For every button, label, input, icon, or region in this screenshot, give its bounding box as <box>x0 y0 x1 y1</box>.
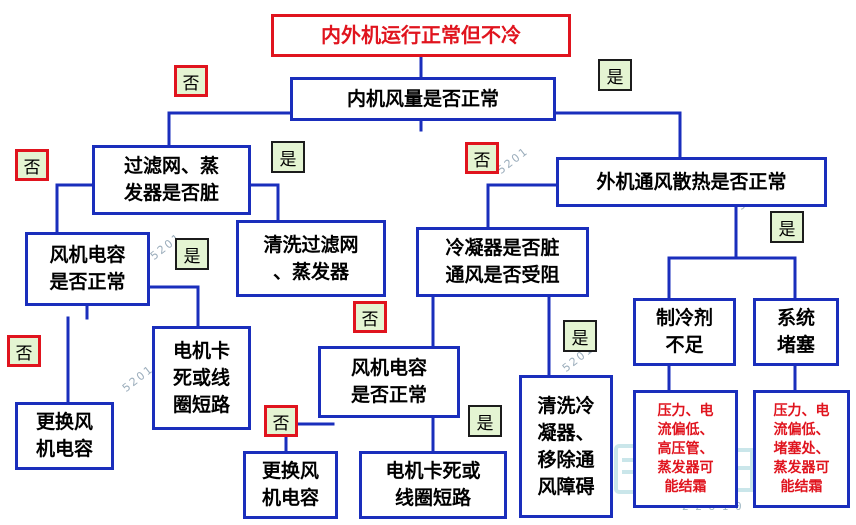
no-label: 否 <box>465 142 499 174</box>
system-blocked-node: 系统 堵塞 <box>753 298 839 366</box>
replace-capacitor-left-node: 更换风 机电容 <box>15 402 114 470</box>
yes-label: 是 <box>770 211 804 243</box>
indoor-airflow-node: 内机风量是否正常 <box>290 77 556 121</box>
no-label: 否 <box>174 65 208 97</box>
yes-label: 是 <box>175 238 209 270</box>
filter-dirty-node: 过滤网、蒸 发器是否脏 <box>92 145 251 215</box>
clean-condenser-node: 清洗冷 凝器、 移除通 风障碍 <box>519 375 613 518</box>
outdoor-vent-node: 外机通风散热是否正常 <box>556 157 827 207</box>
refrigerant-low-node: 制冷剂 不足 <box>633 298 736 366</box>
yes-label: 是 <box>563 320 597 352</box>
no-label: 否 <box>15 149 49 181</box>
no-label: 否 <box>7 335 41 367</box>
fan-capacitor-mid-node: 风机电容 是否正常 <box>318 346 460 418</box>
root-node: 内外机运行正常但不冷 <box>271 14 571 57</box>
no-label: 否 <box>264 405 298 437</box>
fan-capacitor-left-node: 风机电容 是否正常 <box>25 232 150 306</box>
yes-label: 是 <box>598 59 632 91</box>
no-label: 否 <box>353 301 387 333</box>
motor-stuck-left-node: 电机卡 死或线 圈短路 <box>152 326 251 430</box>
replace-capacitor-mid-node: 更换风 机电容 <box>243 451 338 519</box>
yes-label: 是 <box>271 141 305 173</box>
yes-label: 是 <box>468 405 502 437</box>
condenser-dirty-node: 冷凝器是否脏 通风是否受阻 <box>416 227 589 297</box>
motor-stuck-mid-node: 电机卡死或 线圈短路 <box>359 451 507 519</box>
blocked-note-node: 压力、电 流偏低、 堵塞处、 蒸发器可 能结霜 <box>753 390 850 508</box>
refrigerant-note-node: 压力、电 流偏低、 高压管、 蒸发器可 能结霜 <box>633 390 738 508</box>
clean-filter-node: 清洗过滤网 、蒸发器 <box>236 220 386 297</box>
